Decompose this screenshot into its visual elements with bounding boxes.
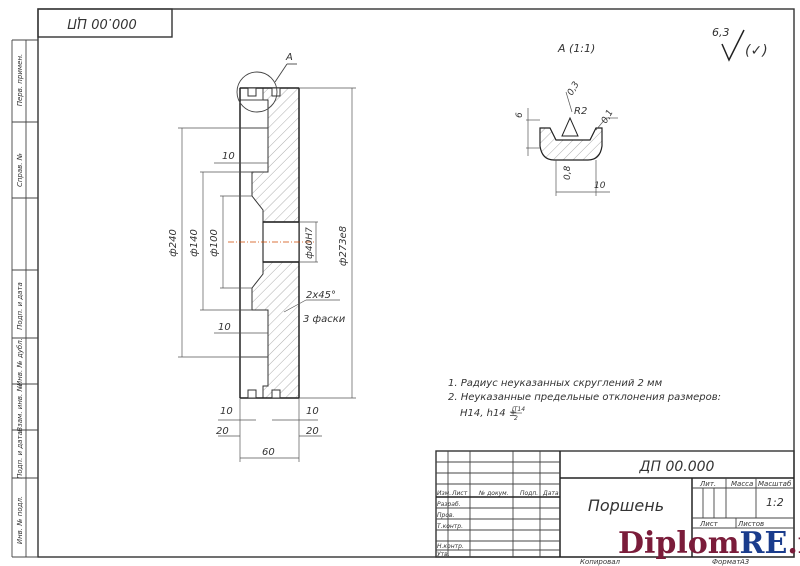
strip-label-5: Взам. инв. № bbox=[16, 384, 24, 432]
part-name: Поршень bbox=[588, 496, 664, 515]
dim-d140: ф140 bbox=[189, 229, 200, 257]
dim-20-bottom-left: 20 bbox=[216, 426, 229, 437]
sheets-label: Листов bbox=[737, 520, 764, 528]
note-tolerance-den: 2 bbox=[514, 415, 518, 422]
note-1: 1. Радиус неуказанных скруглений 2 мм bbox=[448, 378, 663, 389]
strip-label-3: Подп. и дата bbox=[16, 282, 24, 330]
detail-label-4: 6 bbox=[515, 112, 525, 118]
dim-60: 60 bbox=[262, 447, 275, 458]
dim-chamfer: 2х45° bbox=[306, 290, 336, 301]
title-block: ДП 00.000 Поршень Изм. Лист № докум. Под… bbox=[435, 450, 795, 566]
detail-label-2: R2 bbox=[574, 106, 587, 117]
drawing-frame bbox=[37, 8, 795, 558]
role-developer: Разраб. bbox=[437, 501, 461, 508]
dim-outer: ф273e8 bbox=[338, 226, 349, 266]
strip-label-7: Инв. № подл. bbox=[16, 496, 24, 544]
sheet-label: Лист bbox=[699, 520, 719, 528]
role-ncontrol: Н.контр. bbox=[437, 543, 464, 550]
watermark-main: Diplom bbox=[618, 526, 740, 561]
watermark-accent: RE bbox=[739, 526, 788, 561]
dim-10-bottom-left: 10 bbox=[220, 406, 233, 417]
scale-value: 1:2 bbox=[766, 496, 784, 509]
dim-d240: ф240 bbox=[168, 229, 179, 257]
role-checker: Пров. bbox=[437, 512, 455, 519]
note-3: H14, h14 ± bbox=[460, 408, 517, 419]
detail-view-a: А (1:1) 0,3 R2 0,1 6 0,8 10 bbox=[515, 42, 618, 196]
format-label: Формат bbox=[712, 558, 741, 566]
dim-10-top: 10 bbox=[222, 151, 235, 162]
col-header-izm: Изм. bbox=[437, 490, 451, 497]
technical-notes: 1. Радиус неуказанных скруглений 2 мм 2.… bbox=[448, 378, 721, 422]
col-header-list: Лист bbox=[451, 490, 468, 497]
dim-d100: ф100 bbox=[209, 229, 220, 257]
col-header-doc: № докум. bbox=[478, 490, 509, 497]
detail-title: А (1:1) bbox=[557, 42, 595, 55]
doc-code-top: 000.00 ЦП bbox=[67, 15, 137, 30]
strip-label-2: Справ. № bbox=[16, 153, 24, 187]
format-value: А3 bbox=[739, 558, 749, 566]
copied-label: Копировал bbox=[580, 558, 621, 566]
roughness-value: 6,3 bbox=[712, 26, 730, 39]
code-box bbox=[37, 8, 173, 38]
role-approved: Утв. bbox=[437, 551, 450, 558]
note-tolerance-num: IT14 bbox=[512, 406, 525, 413]
doc-number: ДП 00.000 bbox=[639, 459, 715, 475]
dim-20-bottom-right: 20 bbox=[306, 426, 319, 437]
lit-label: Лит. bbox=[699, 480, 716, 488]
roughness-suffix: (✓) bbox=[745, 43, 768, 59]
role-tcontrol: Т.контр. bbox=[437, 523, 463, 530]
detail-label-6: 10 bbox=[594, 181, 606, 191]
dim-chamfer-note: 3 фаски bbox=[303, 314, 346, 325]
mass-label: Масса bbox=[731, 480, 753, 488]
left-strip: Перв. примен. Справ. № Подп. и дата Инв.… bbox=[11, 39, 38, 558]
scale-label: Масштаб bbox=[758, 480, 792, 488]
dim-bore: ф40Н7 bbox=[305, 227, 315, 259]
col-header-date: Дата bbox=[542, 490, 559, 497]
detail-label-3: 0,1 bbox=[600, 108, 616, 125]
strip-label-1: Перв. примен. bbox=[16, 54, 24, 107]
detail-label-5: 0,8 bbox=[563, 165, 573, 180]
watermark-tail: .ru bbox=[787, 526, 800, 561]
detail-label-1: 0,3 bbox=[566, 80, 582, 98]
watermark-logo: DiplomRE.ru bbox=[618, 526, 800, 561]
dim-10-bottom-right: 10 bbox=[306, 406, 319, 417]
roughness-mark: 6,3 (✓) bbox=[712, 26, 768, 62]
callout-a: А bbox=[285, 52, 293, 63]
dim-10-mid: 10 bbox=[218, 322, 231, 333]
strip-label-6: Подп. и дата bbox=[16, 431, 24, 479]
piston-section-view: А ф273e8 ф40Н7 ф240 ф140 ф100 10 10 bbox=[168, 52, 356, 462]
strip-label-4: Инв. № дубл. bbox=[16, 338, 24, 386]
note-2: 2. Неуказанные предельные отклонения раз… bbox=[448, 392, 721, 403]
col-header-sign: Подп. bbox=[520, 490, 538, 497]
